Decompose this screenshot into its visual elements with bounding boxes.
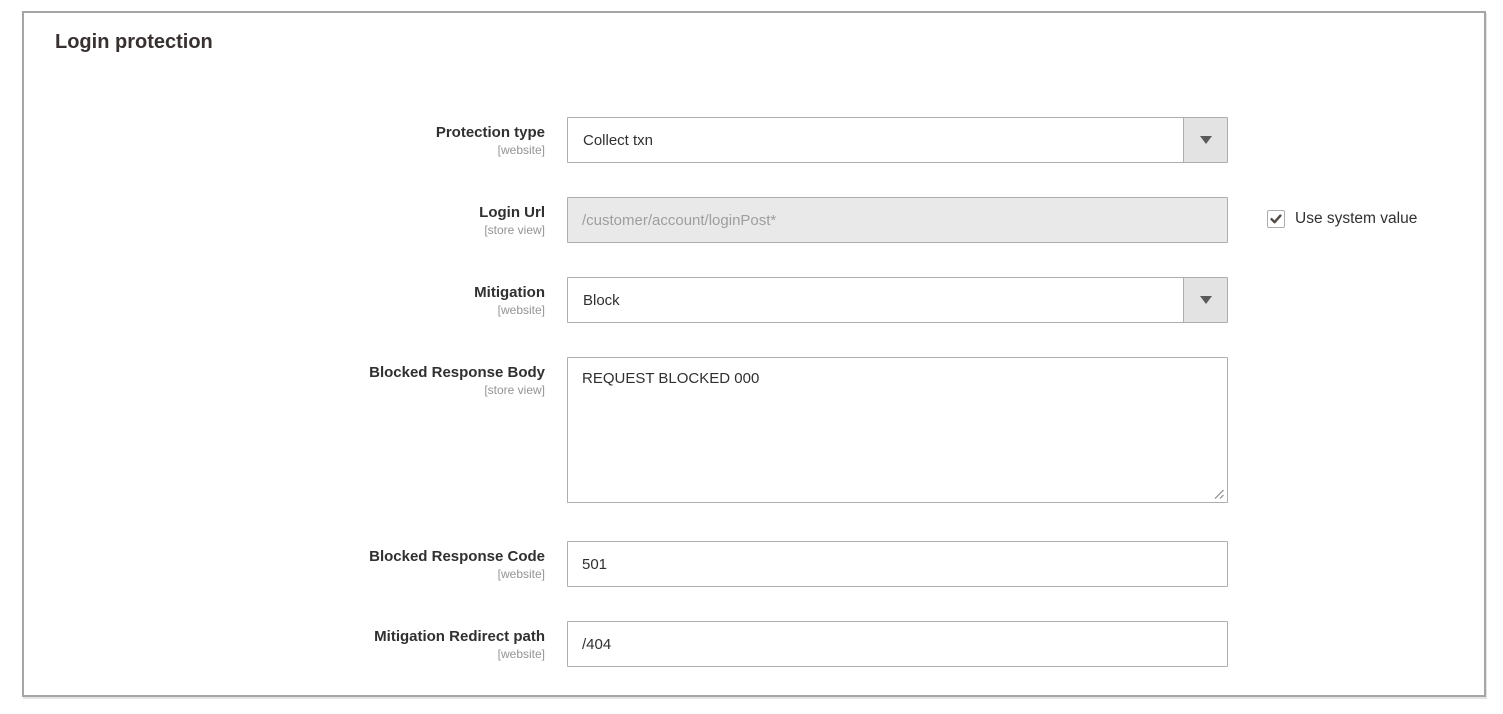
label-col: Blocked Response Code [website] bbox=[24, 541, 545, 587]
checkmark-icon bbox=[1270, 214, 1282, 224]
field-row-blocked-response-body: Blocked Response Body [store view] REQUE… bbox=[24, 357, 1484, 503]
label-col: Protection type [website] bbox=[24, 117, 545, 163]
mitigation-scope: [website] bbox=[497, 303, 545, 317]
mitigation-select-value: Block bbox=[583, 291, 620, 309]
protection-type-label: Protection type bbox=[435, 124, 545, 141]
blocked-response-body-label: Blocked Response Body bbox=[369, 364, 545, 381]
login-url-scope: [store view] bbox=[484, 223, 545, 237]
label-col: Mitigation Redirect path [website] bbox=[24, 621, 545, 667]
use-system-value: Use system value bbox=[1267, 210, 1417, 228]
login-protection-panel: Login protection Protection type [websit… bbox=[22, 11, 1486, 697]
field-row-blocked-response-code: Blocked Response Code [website] bbox=[24, 541, 1484, 587]
protection-type-select-value: Collect txn bbox=[583, 131, 654, 149]
mitigation-redirect-path-scope: [website] bbox=[497, 647, 545, 661]
field-col bbox=[567, 621, 1228, 667]
chevron-down-icon bbox=[1183, 278, 1227, 322]
label-col: Mitigation [website] bbox=[24, 277, 545, 323]
protection-type-select[interactable]: Collect txn bbox=[567, 117, 1228, 163]
field-col bbox=[567, 541, 1228, 587]
field-row-mitigation-redirect-path: Mitigation Redirect path [website] bbox=[24, 621, 1484, 667]
blocked-response-code-scope: [website] bbox=[497, 567, 545, 581]
chevron-down-icon bbox=[1183, 118, 1227, 162]
field-row-mitigation: Mitigation [website] Block bbox=[24, 277, 1484, 323]
protection-type-scope: [website] bbox=[497, 143, 545, 157]
login-url-label: Login Url bbox=[479, 204, 545, 221]
resize-handle-icon[interactable] bbox=[1211, 486, 1225, 500]
mitigation-select[interactable]: Block bbox=[567, 277, 1228, 323]
use-system-value-checkbox[interactable] bbox=[1267, 210, 1285, 228]
use-system-value-label: Use system value bbox=[1295, 210, 1418, 227]
label-col: Blocked Response Body [store view] bbox=[24, 357, 545, 503]
blocked-response-body-textarea[interactable]: REQUEST BLOCKED 000 bbox=[567, 357, 1228, 503]
field-row-login-url: Login Url [store view] Use system value bbox=[24, 197, 1484, 243]
field-col: Use system value bbox=[567, 197, 1417, 243]
mitigation-redirect-path-label: Mitigation Redirect path bbox=[374, 628, 545, 645]
mitigation-redirect-path-input[interactable] bbox=[567, 621, 1228, 667]
login-url-input bbox=[567, 197, 1228, 243]
mitigation-label: Mitigation bbox=[474, 284, 545, 301]
field-row-protection-type: Protection type [website] Collect txn bbox=[24, 117, 1484, 163]
field-col: REQUEST BLOCKED 000 bbox=[567, 357, 1228, 503]
label-col: Login Url [store view] bbox=[24, 197, 545, 243]
blocked-response-code-label: Blocked Response Code bbox=[369, 548, 545, 565]
page-title: Login protection bbox=[55, 31, 213, 53]
blocked-response-code-input[interactable] bbox=[567, 541, 1228, 587]
field-col: Collect txn bbox=[567, 117, 1228, 163]
login-protection-form: Protection type [website] Collect txn Lo… bbox=[24, 117, 1484, 667]
field-col: Block bbox=[567, 277, 1228, 323]
blocked-response-body-scope: [store view] bbox=[484, 383, 545, 397]
